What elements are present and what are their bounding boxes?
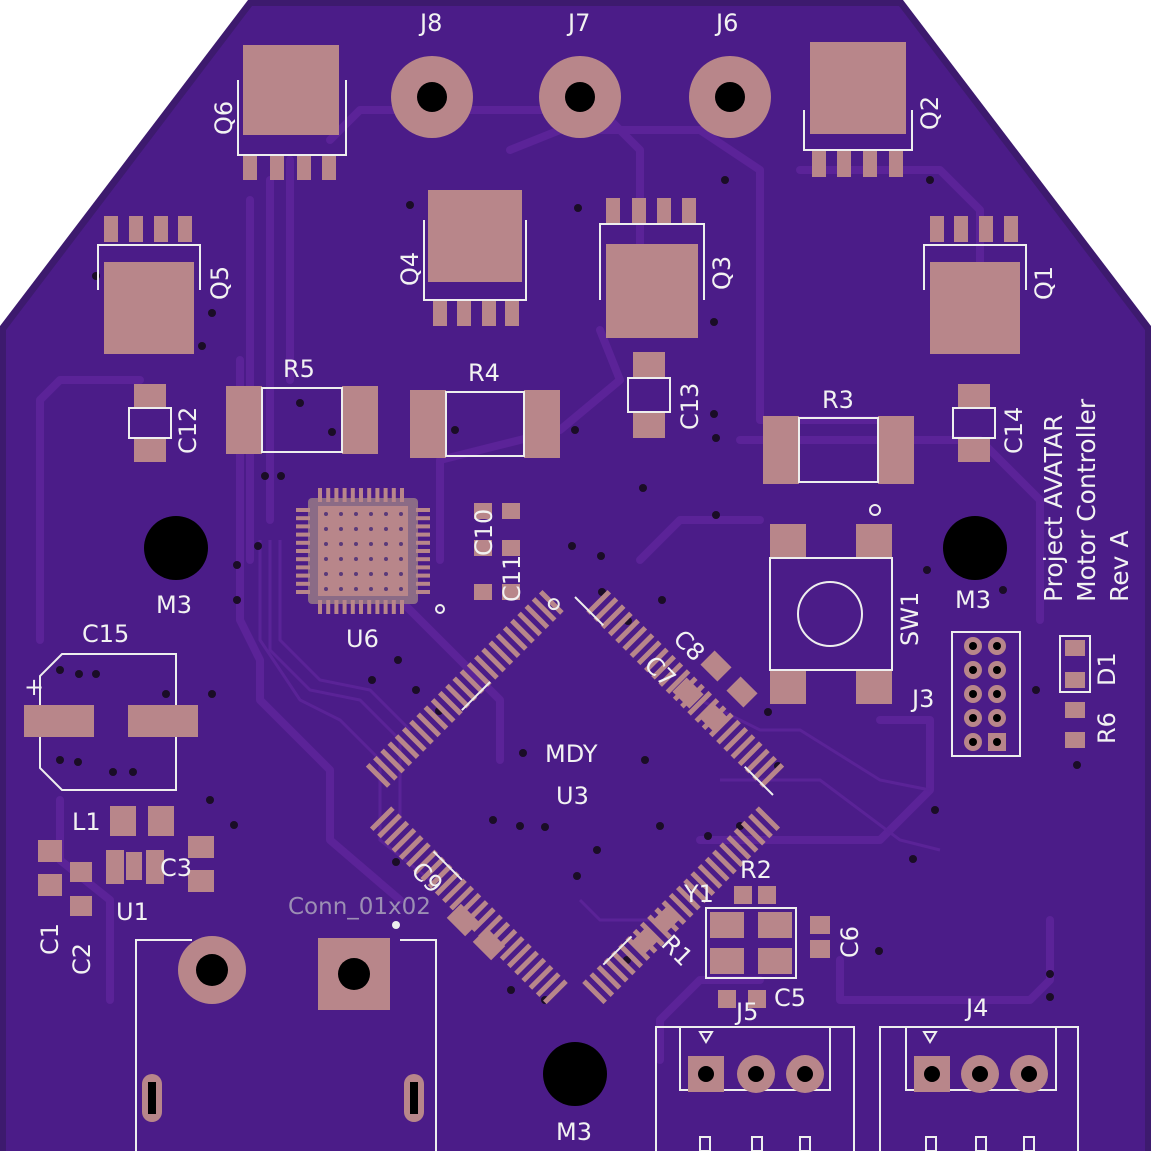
power-connector: Conn_01x02 <box>135 894 437 1151</box>
capacitor-c10-c11: C10 C11 <box>470 503 526 602</box>
capacitor-c13: C13 <box>627 352 704 438</box>
svg-text:R2: R2 <box>740 856 772 884</box>
svg-text:J3: J3 <box>910 685 934 713</box>
mosfet-q4: Q4 <box>396 190 527 326</box>
svg-text:C13: C13 <box>676 383 704 430</box>
svg-text:D1: D1 <box>1093 652 1121 686</box>
svg-text:Conn_01x02: Conn_01x02 <box>288 894 431 920</box>
svg-text:U1: U1 <box>116 898 149 926</box>
svg-text:C5: C5 <box>774 984 806 1012</box>
svg-text:Q2: Q2 <box>916 96 944 130</box>
resistor-r4: R4 <box>410 359 560 458</box>
svg-text:SW1: SW1 <box>896 592 924 646</box>
resistor-r2: R2 <box>734 856 776 904</box>
connector-j5: J5 <box>655 998 855 1151</box>
header-j3: J3 <box>910 631 1021 757</box>
resistor-r3: R3 <box>763 386 914 484</box>
svg-text:+: + <box>24 673 44 701</box>
svg-text:Y1: Y1 <box>683 880 714 908</box>
svg-text:U6: U6 <box>346 625 379 653</box>
capacitor-c6: C6 <box>810 916 864 958</box>
svg-text:L1: L1 <box>72 808 101 836</box>
svg-text:C10: C10 <box>470 509 498 556</box>
svg-text:Q5: Q5 <box>206 266 234 300</box>
svg-text:R6: R6 <box>1093 712 1121 744</box>
svg-text:C2: C2 <box>68 943 96 975</box>
svg-text:Q1: Q1 <box>1030 266 1058 300</box>
connector-j7: J7 <box>539 9 621 138</box>
ic-u6: U6 <box>296 488 445 653</box>
mosfet-q6: Q6 <box>210 45 347 180</box>
capacitor-c3: C3 <box>160 836 214 892</box>
led-d1: D1 <box>1059 635 1121 693</box>
capacitor-c5: C5 <box>718 984 806 1012</box>
inductor-l1: L1 <box>72 806 174 836</box>
svg-text:Project AVATAR: Project AVATAR <box>1039 415 1068 602</box>
capacitor-c1: C1 <box>36 840 64 955</box>
connector-j6: J6 <box>689 9 771 138</box>
capacitor-c12: C12 <box>128 384 202 462</box>
svg-text:Q4: Q4 <box>396 252 424 286</box>
regulator-u1: U1 <box>106 850 164 926</box>
svg-text:R5: R5 <box>283 355 315 383</box>
svg-text:M3: M3 <box>955 586 991 614</box>
mosfet-q5: Q5 <box>97 216 234 354</box>
svg-text:M3: M3 <box>156 591 192 619</box>
board-title: Project AVATAR Motor Controller Rev A <box>1039 398 1134 602</box>
svg-text:C12: C12 <box>174 407 202 454</box>
mounting-hole-left: M3 <box>144 516 208 619</box>
svg-text:C6: C6 <box>836 926 864 958</box>
svg-text:C11: C11 <box>498 555 526 602</box>
svg-text:M3: M3 <box>556 1118 592 1146</box>
capacitor-c14: C14 <box>952 384 1028 462</box>
svg-text:MDY: MDY <box>545 740 598 768</box>
connector-j4: J4 <box>879 994 1079 1151</box>
capacitor-c15: C15 + <box>24 620 198 791</box>
resistor-r6: R6 <box>1065 702 1121 748</box>
mosfet-q3: Q3 <box>599 198 736 338</box>
mounting-hole-bottom: M3 <box>543 1042 607 1146</box>
svg-text:Q6: Q6 <box>210 101 238 135</box>
mosfet-q1: Q1 <box>923 216 1058 354</box>
svg-text:Motor Controller: Motor Controller <box>1072 398 1101 602</box>
resistor-r5: R5 <box>226 355 378 454</box>
svg-text:U3: U3 <box>556 782 589 810</box>
svg-text:C1: C1 <box>36 923 64 955</box>
capacitor-c2: C2 <box>68 862 96 975</box>
switch-sw1: SW1 <box>769 504 924 704</box>
svg-text:R3: R3 <box>822 386 854 414</box>
mosfet-q2: Q2 <box>803 42 944 177</box>
mounting-hole-right: M3 <box>943 516 1007 614</box>
svg-text:Q3: Q3 <box>708 256 736 290</box>
svg-text:Rev A: Rev A <box>1105 531 1134 602</box>
svg-text:C15: C15 <box>82 620 129 648</box>
svg-text:J7: J7 <box>566 9 590 37</box>
svg-text:J4: J4 <box>964 994 988 1022</box>
connector-j8: J8 <box>391 9 473 138</box>
svg-text:J5: J5 <box>734 998 758 1026</box>
svg-text:C14: C14 <box>1000 407 1028 454</box>
svg-text:R4: R4 <box>468 359 500 387</box>
svg-text:J6: J6 <box>714 9 738 37</box>
svg-text:J8: J8 <box>418 9 442 37</box>
crystal-y1: Y1 <box>683 880 797 979</box>
svg-text:C3: C3 <box>160 854 192 882</box>
